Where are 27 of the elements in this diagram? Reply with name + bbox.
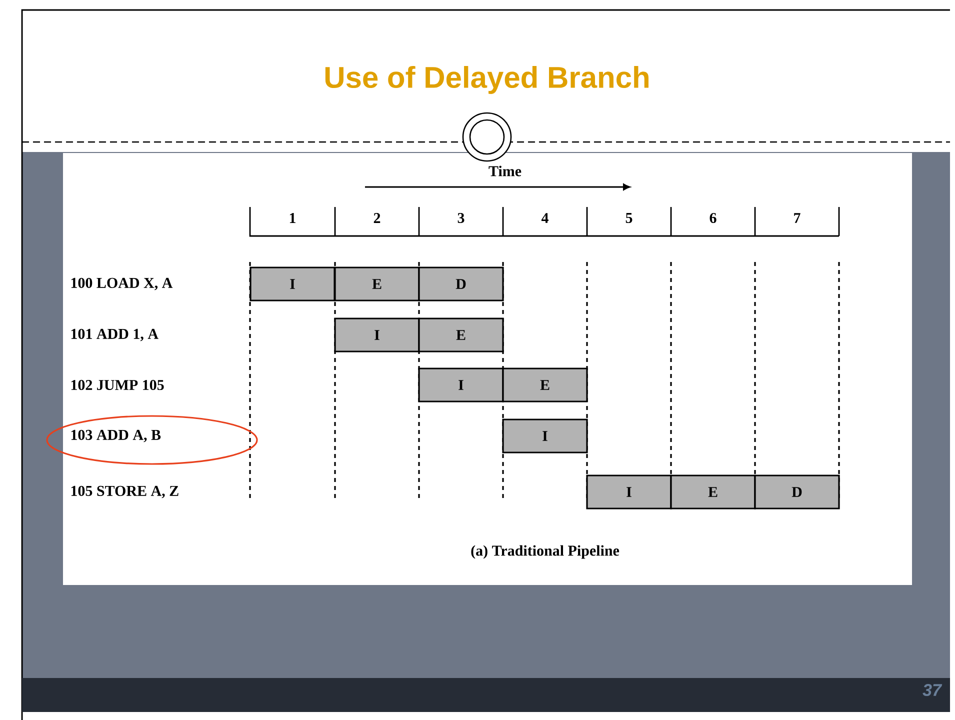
time-label: Time xyxy=(488,166,522,176)
instruction-label: 101 ADD 1, A xyxy=(71,328,158,342)
stage-cell: E xyxy=(502,368,588,402)
stage-cell: I xyxy=(418,368,504,402)
stage-cell: I xyxy=(586,474,672,510)
stage-cell: I xyxy=(502,418,588,454)
cycle-number: 6 xyxy=(710,212,716,224)
cycle-number: 7 xyxy=(794,213,800,223)
cycle-number: 5 xyxy=(626,213,632,223)
stage-cell: E xyxy=(334,266,420,302)
stage-cell: E xyxy=(418,318,504,352)
figure-caption: (a) Traditional Pipeline xyxy=(471,545,620,559)
stage-cell: E xyxy=(670,474,756,510)
cycle-number: 3 xyxy=(458,212,464,224)
cycle-number: 4 xyxy=(541,213,548,223)
stage-cell: I xyxy=(334,318,420,352)
stage-cell: I xyxy=(250,266,336,302)
cycle-number: 2 xyxy=(374,213,380,223)
stage-cell: D xyxy=(418,266,504,302)
instruction-label: 103 ADD A, B xyxy=(71,430,161,442)
instruction-label: 105 STORE A, Z xyxy=(71,486,178,498)
page-number: 37 xyxy=(922,684,942,696)
instruction-label: 102 JUMP 105 xyxy=(71,380,164,390)
instruction-label: 100 LOAD X, A xyxy=(71,278,173,290)
stage-cell: D xyxy=(754,474,840,510)
slide-title: Use of Delayed Branch xyxy=(325,66,648,94)
cycle-number: 1 xyxy=(290,213,296,223)
